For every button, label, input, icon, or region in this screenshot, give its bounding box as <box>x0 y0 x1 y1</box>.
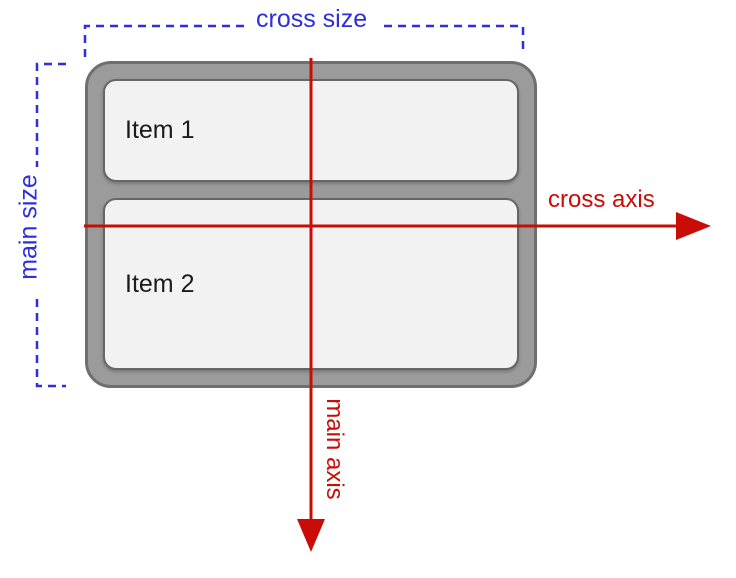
cross-axis-label: cross axis <box>548 186 655 213</box>
main-axis-arrowhead-icon <box>297 519 325 552</box>
main-size-bracket-bottom <box>35 299 66 388</box>
flex-item-1-label: Item 1 <box>125 116 195 144</box>
main-size-label: main size <box>14 174 43 280</box>
cross-axis-arrowhead-icon <box>676 212 711 240</box>
cross-size-bracket-right <box>384 24 525 49</box>
flex-item-2-label: Item 2 <box>125 269 195 298</box>
main-axis-label: main axis <box>321 398 348 500</box>
flex-container: Item 1 Item 2 <box>85 61 537 388</box>
main-size-bracket-top <box>35 62 66 167</box>
flex-item-2: Item 2 <box>103 198 519 370</box>
cross-size-label: cross size <box>256 5 368 33</box>
flex-item-1: Item 1 <box>103 79 519 182</box>
cross-size-bracket-left <box>83 24 246 57</box>
